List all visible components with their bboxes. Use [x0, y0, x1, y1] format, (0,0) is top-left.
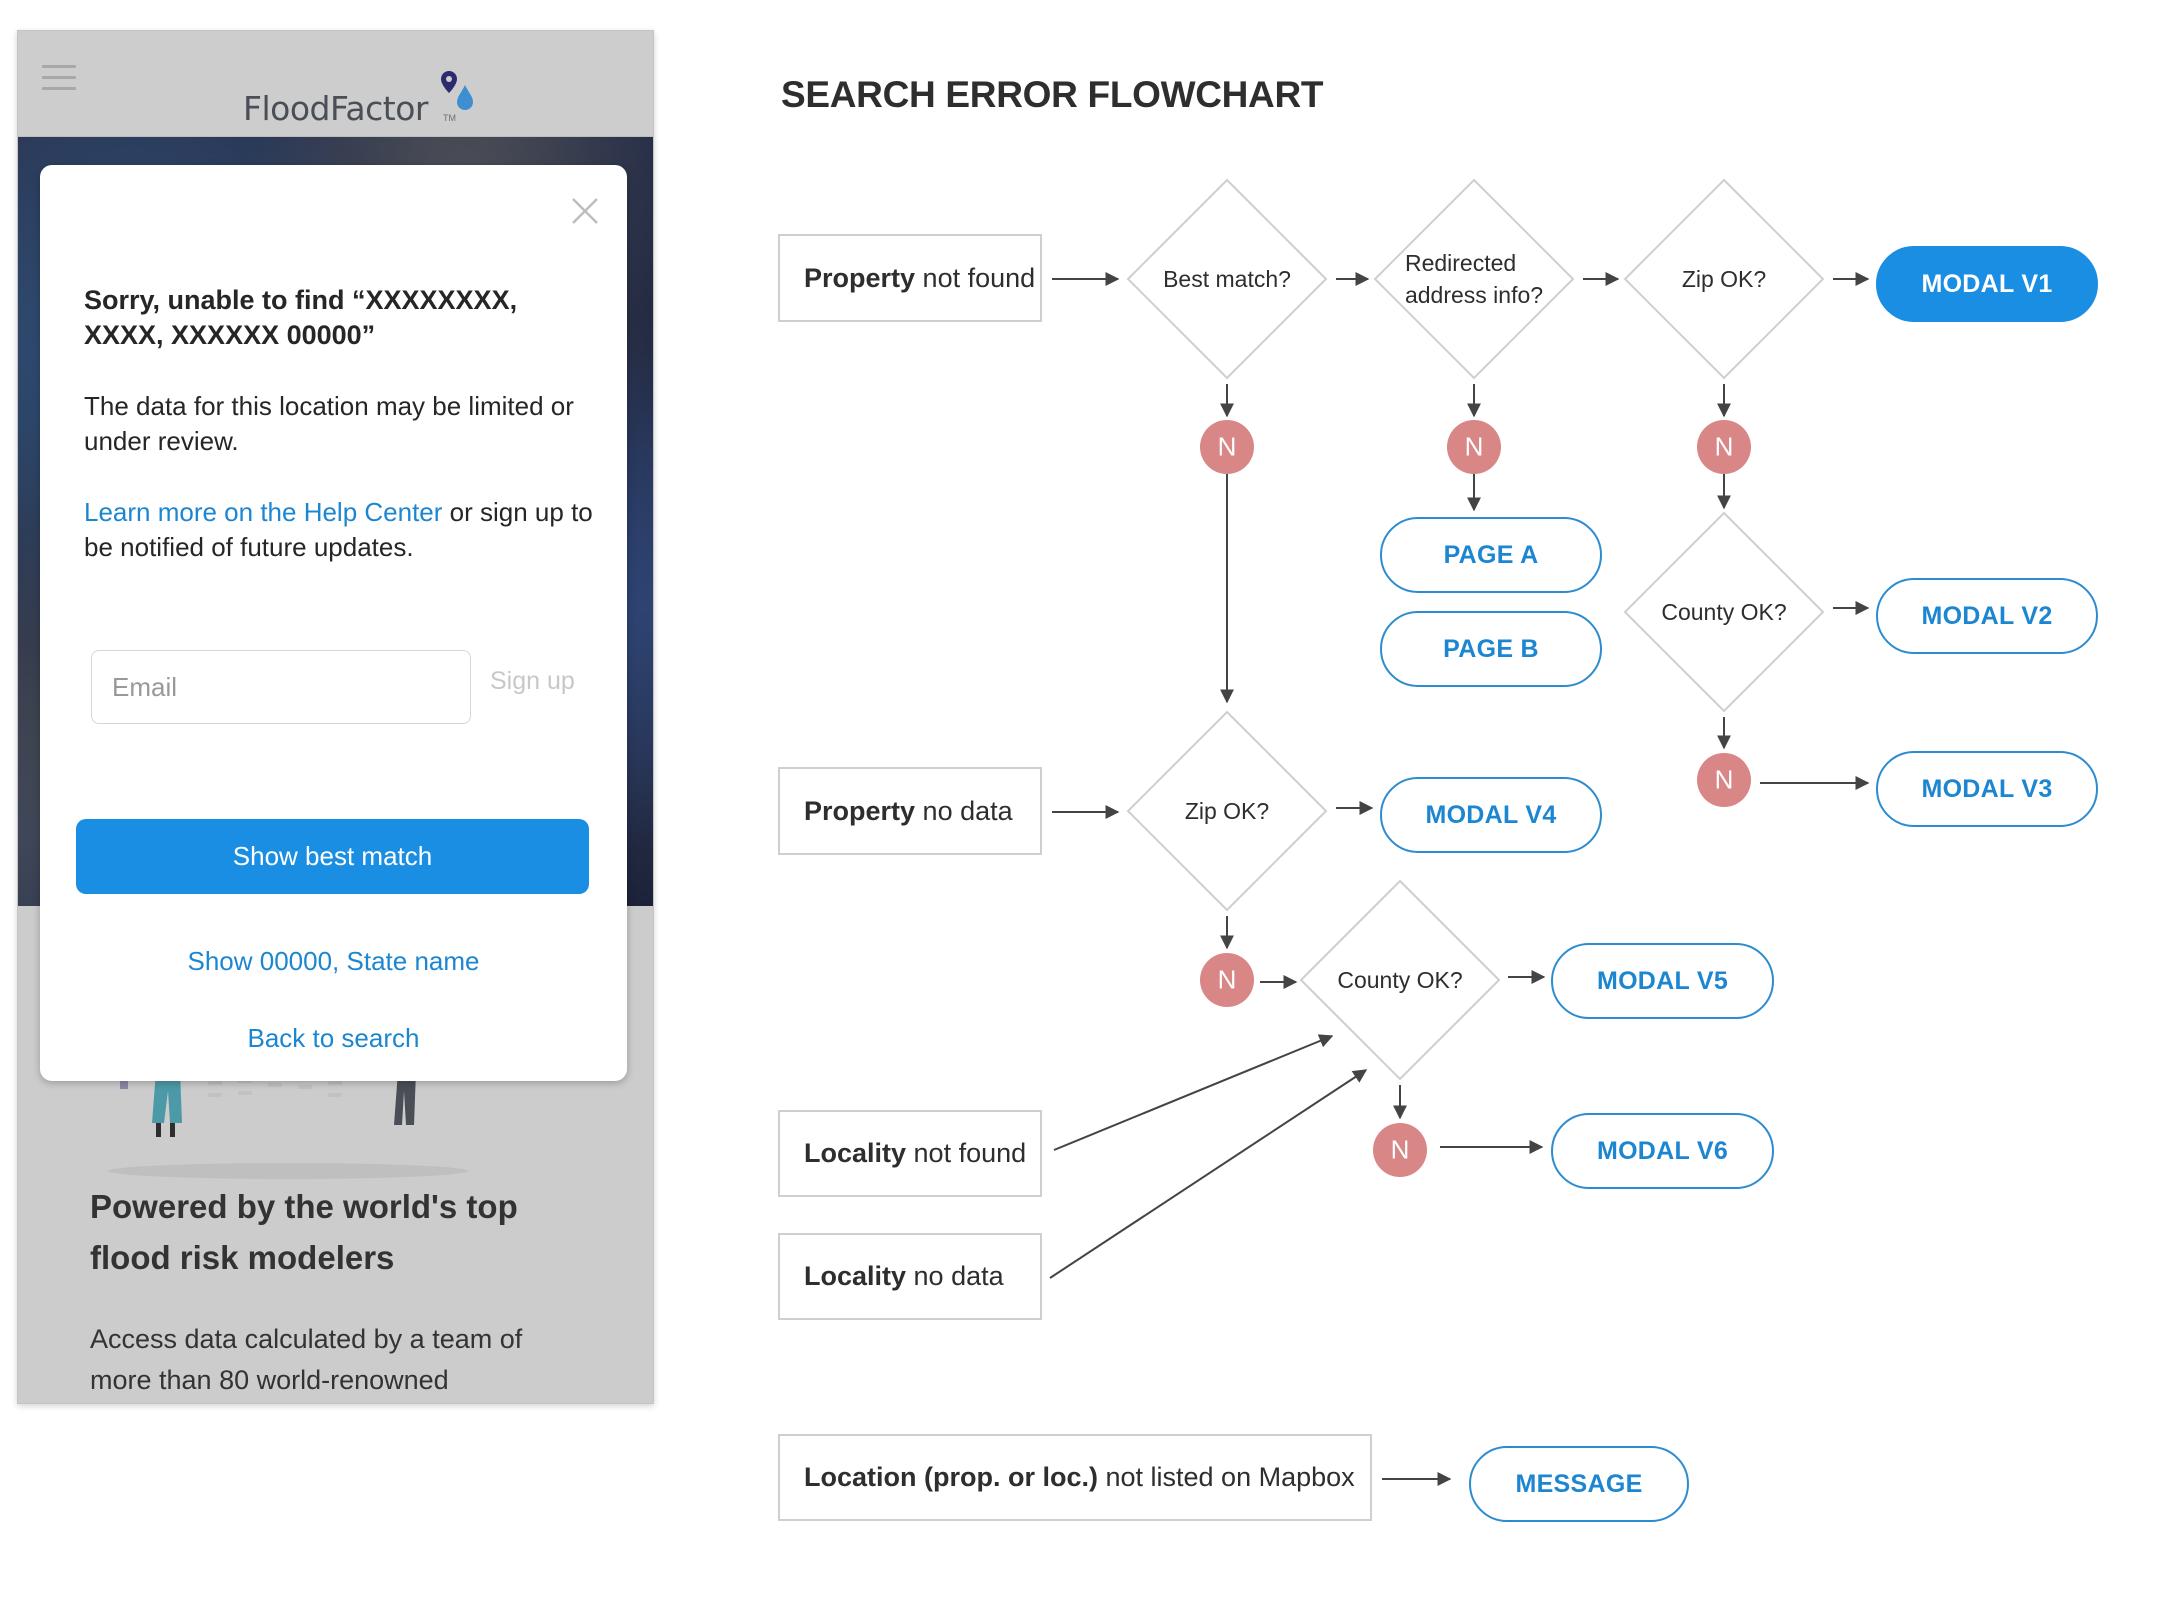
no-label: N: [1464, 431, 1484, 462]
outcome-modal-v4[interactable]: MODAL V4: [1380, 777, 1602, 853]
no-label: N: [1714, 431, 1734, 462]
back-to-search-link[interactable]: Back to search: [40, 1022, 627, 1055]
outcome-page-b[interactable]: PAGE B: [1380, 611, 1602, 687]
help-center-link[interactable]: Learn more on the Help Center: [84, 497, 443, 527]
logo-pin-drop-icon: [441, 71, 473, 110]
start-locality-not-found: Locality not found: [778, 1110, 1042, 1197]
start-bold-text: Locality: [804, 1138, 907, 1168]
decision-best-match-label: Best match?: [1163, 266, 1291, 292]
flowchart-title: SEARCH ERROR FLOWCHART: [781, 74, 1324, 115]
outcome-modal-v2[interactable]: MODAL V2: [1876, 578, 2098, 654]
help-suffix-text: or sign up to be notified of future upda…: [84, 497, 593, 562]
decision-county-ok-1-label: County OK?: [1661, 599, 1787, 625]
arrow-lnd-to-county2: [1049, 1069, 1368, 1279]
powered-body-text: Access data calculated by a team of more…: [90, 1324, 523, 1395]
sign-up-button[interactable]: Sign up: [490, 667, 575, 695]
no-label: N: [1390, 1134, 1410, 1165]
logo-text: FloodFactor: [243, 89, 429, 128]
location-not-found-modal: Sorry, unable to find “XXXXXXXX, XXXX, X…: [40, 165, 627, 1081]
hamburger-menu-icon[interactable]: [42, 65, 76, 91]
decision-county-ok-2-label: County OK?: [1337, 967, 1463, 993]
app-header: FloodFactor TM: [18, 31, 653, 137]
start-property-not-found: Property not found: [778, 234, 1042, 322]
no-label: N: [1714, 764, 1734, 795]
decision-zip-ok-1-label: Zip OK?: [1681, 266, 1767, 292]
modal-help-text: Learn more on the Help Center or sign up…: [84, 495, 604, 565]
start-text: no data: [915, 795, 1013, 826]
close-icon[interactable]: [569, 195, 601, 227]
decision-redirected-label: Redirected address info?: [1405, 247, 1543, 311]
start-bold-text: Property: [804, 795, 916, 826]
decision-redirected-line2: address info?: [1404, 282, 1544, 308]
decision-redirected-line1: Redirected: [1404, 250, 1517, 276]
start-bold-text: Locality: [804, 1261, 907, 1291]
powered-heading: Powered by the world's top flood risk mo…: [90, 1188, 518, 1276]
start-locality-no-data: Locality no data: [778, 1233, 1042, 1320]
start-text: not listed on Mapbox: [1097, 1462, 1355, 1492]
outcome-modal-v3[interactable]: MODAL V3: [1876, 751, 2098, 827]
outcome-modal-v6[interactable]: MODAL V6: [1551, 1113, 1774, 1189]
start-location-not-listed: Location (prop. or loc.) not listed on M…: [778, 1434, 1372, 1521]
show-best-match-button[interactable]: Show best match: [76, 819, 589, 894]
logo-trademark: TM: [443, 113, 456, 123]
start-text: not found: [906, 1138, 1027, 1168]
outcome-message[interactable]: MESSAGE: [1469, 1446, 1689, 1522]
start-property-no-data: Property no data: [778, 767, 1042, 855]
no-label: N: [1217, 431, 1237, 462]
start-bold-text: Location (prop. or loc.): [804, 1462, 1098, 1492]
show-zip-state-link[interactable]: Show 00000, State name: [40, 945, 627, 978]
team-illustration: [108, 1071, 468, 1179]
start-text: no data: [906, 1261, 1004, 1291]
modal-message: The data for this location may be limite…: [84, 391, 574, 456]
outcome-page-a[interactable]: PAGE A: [1380, 517, 1602, 593]
outcome-modal-v5[interactable]: MODAL V5: [1551, 943, 1774, 1019]
start-text: not found: [915, 262, 1036, 293]
outcome-modal-v1[interactable]: MODAL V1: [1876, 246, 2098, 322]
decision-zip-ok-2-label: Zip OK?: [1184, 798, 1270, 824]
modal-title: Sorry, unable to find “XXXXXXXX, XXXX, X…: [84, 285, 518, 350]
start-bold-text: Property: [804, 262, 916, 293]
arrow-lnf-to-county2: [1053, 1034, 1334, 1151]
email-input[interactable]: [91, 650, 471, 724]
no-label: N: [1217, 964, 1237, 995]
